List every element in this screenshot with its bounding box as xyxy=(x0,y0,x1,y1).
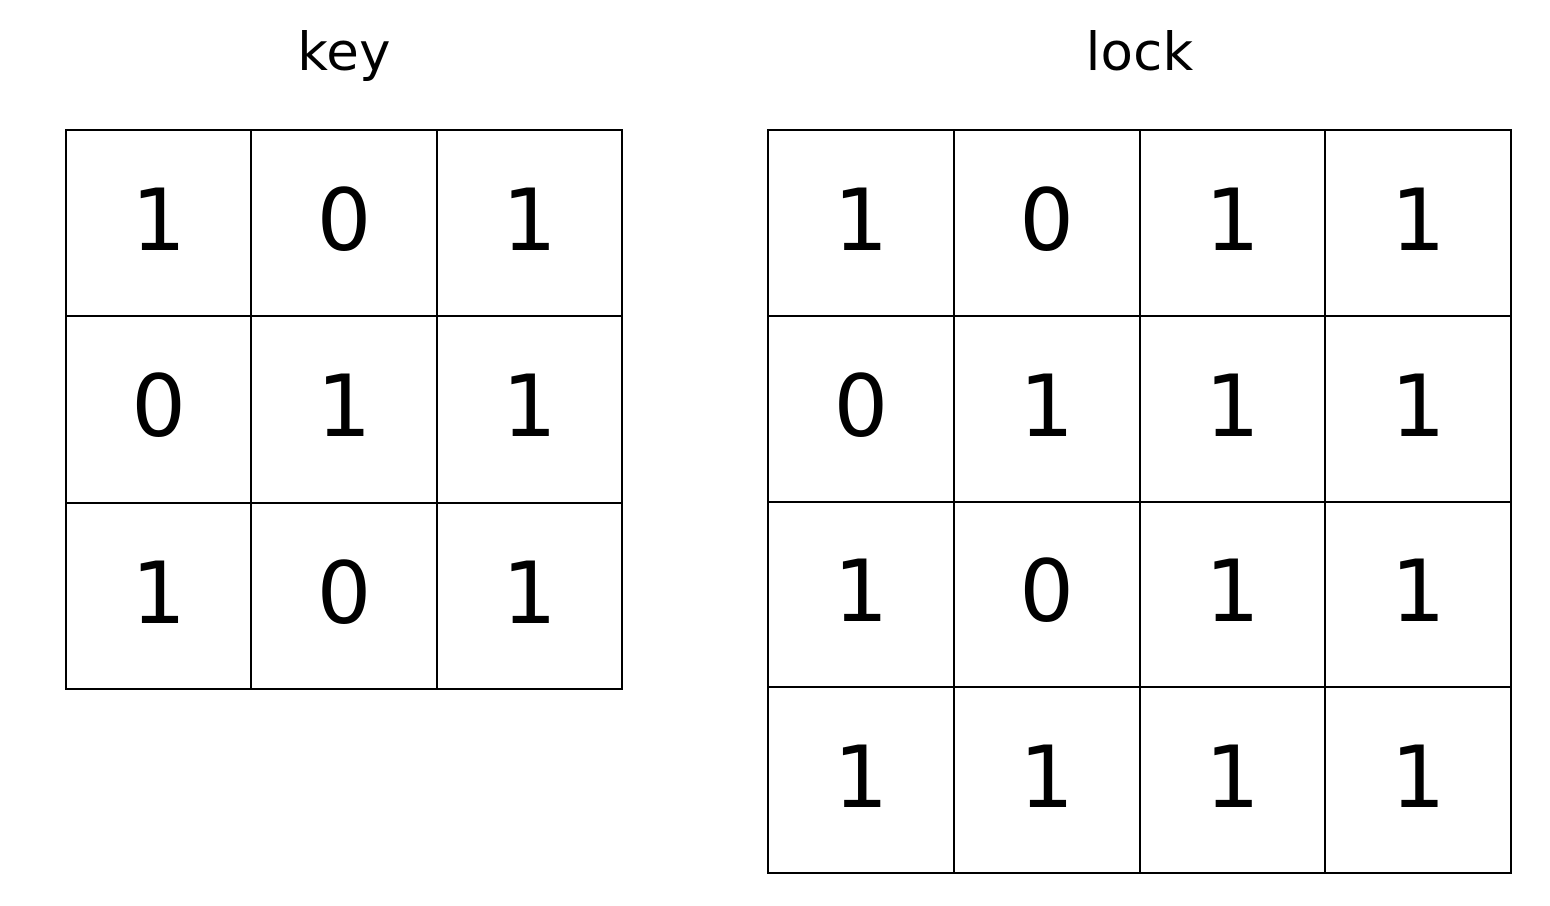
matrix-cell: 1 xyxy=(1326,131,1512,317)
matrix-cell: 0 xyxy=(252,503,438,690)
matrix-cell: 1 xyxy=(1140,688,1327,874)
matrix-cell: 1 xyxy=(252,317,438,504)
matrix-cell: 1 xyxy=(437,317,623,504)
matrix-cell: 1 xyxy=(1326,502,1512,689)
matrix-cell: 1 xyxy=(954,688,1141,874)
matrix-cell: 0 xyxy=(67,317,253,504)
matrix-cell: 1 xyxy=(1140,502,1327,689)
lock-matrix-title: lock xyxy=(1085,22,1194,83)
matrix-cell: 1 xyxy=(769,131,955,317)
matrix-cell: 0 xyxy=(954,502,1141,689)
matrix-cell: 1 xyxy=(1326,316,1512,503)
key-matrix-title: key xyxy=(297,22,391,83)
matrix-cell: 1 xyxy=(437,131,623,318)
matrix-cell: 1 xyxy=(1326,688,1512,874)
matrix-cell: 0 xyxy=(954,131,1141,317)
matrix-cell: 1 xyxy=(67,131,253,318)
matrix-cell: 0 xyxy=(252,131,438,318)
matrix-cell: 1 xyxy=(67,503,253,690)
matrix-cell: 0 xyxy=(769,316,955,503)
matrix-cell: 1 xyxy=(769,688,955,874)
matrix-cell: 1 xyxy=(437,503,623,690)
matrix-cell: 1 xyxy=(769,502,955,689)
matrix-cell: 1 xyxy=(1140,316,1327,503)
matrix-cell: 1 xyxy=(1140,131,1327,317)
matrix-cell: 1 xyxy=(954,316,1141,503)
